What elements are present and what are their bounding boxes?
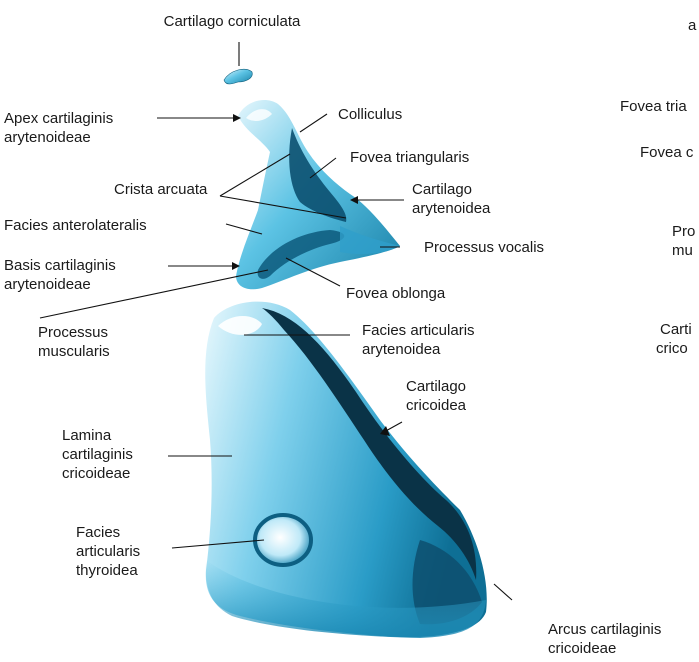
cricoid-cartilage — [205, 302, 487, 638]
label-cartilago-corniculata: Cartilago corniculata — [164, 13, 301, 30]
label-processus-vocalis: Processus vocalis — [424, 239, 544, 256]
label-colliculus: Colliculus — [338, 106, 402, 123]
label-fovea-oblonga: Fovea oblonga — [346, 285, 446, 302]
fragment-pro: Pro — [672, 223, 695, 240]
fragment-mu: mu — [672, 242, 693, 259]
label-lamina-line1: Lamina — [62, 427, 112, 444]
label-facies-thyroidea-line3: thyroidea — [76, 562, 138, 579]
fragment-fovea-tria: Fovea tria — [620, 98, 687, 115]
label-basis-line2: arytenoideae — [4, 276, 91, 293]
fragment-a: a — [688, 17, 697, 34]
fragment-carti: Carti — [660, 321, 692, 338]
label-facies-articularis-arytenoidea-line2: arytenoidea — [362, 341, 441, 358]
label-lamina-line2: cartilaginis — [62, 446, 133, 463]
label-facies-thyroidea-line2: articularis — [76, 543, 140, 560]
label-cartilago-arytenoidea-line2: arytenoidea — [412, 200, 491, 217]
label-crista-arcuata: Crista arcuata — [114, 181, 208, 198]
label-cartilago-cricoidea-line2: cricoidea — [406, 397, 467, 414]
fragment-crico: crico — [656, 340, 688, 357]
label-apex-line2: arytenoideae — [4, 129, 91, 146]
arytenoid-cartilage — [236, 100, 400, 289]
label-cartilago-cricoidea-line1: Cartilago — [406, 378, 466, 395]
label-facies-anterolateralis: Facies anterolateralis — [4, 217, 147, 234]
fragment-fovea-c: Fovea c — [640, 144, 694, 161]
label-apex-line1: Apex cartilaginis — [4, 110, 113, 127]
label-arcus-line2: cricoideae — [548, 640, 616, 657]
label-facies-thyroidea-line1: Facies — [76, 524, 120, 541]
label-processus-muscularis-line1: Processus — [38, 324, 108, 341]
label-facies-articularis-arytenoidea-line1: Facies articularis — [362, 322, 475, 339]
label-lamina-line3: cricoideae — [62, 465, 130, 482]
label-fovea-triangularis: Fovea triangularis — [350, 149, 469, 166]
corniculate-cartilage-shape — [224, 69, 252, 84]
label-arcus-line1: Arcus cartilaginis — [548, 621, 661, 638]
right-figure-fragments: a Fovea tria Fovea c Pro mu Carti crico — [620, 17, 697, 357]
label-processus-muscularis-line2: muscularis — [38, 343, 110, 360]
label-cartilago-arytenoidea-line1: Cartilago — [412, 181, 472, 198]
label-basis-line1: Basis cartilaginis — [4, 257, 116, 274]
